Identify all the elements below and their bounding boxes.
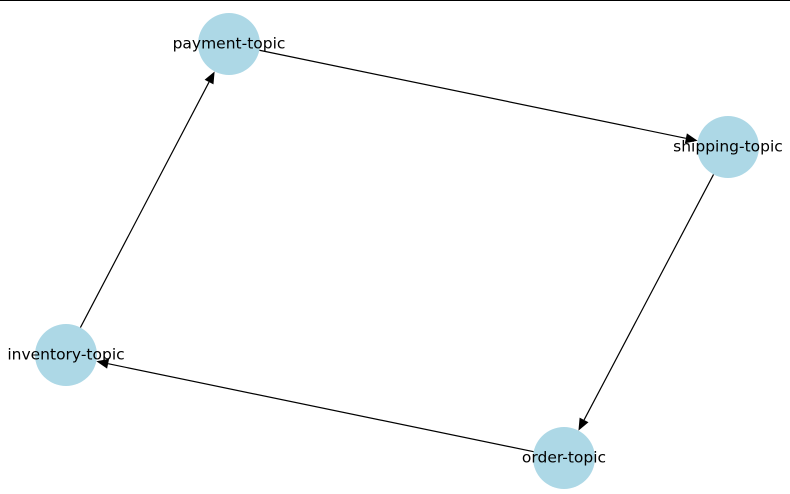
arrowhead-inventory-to-payment <box>204 71 215 85</box>
node-shipping-topic <box>697 116 759 178</box>
node-payment-topic <box>198 13 260 75</box>
node-order-topic <box>533 427 595 489</box>
nodes-layer <box>35 13 759 489</box>
labels-layer: payment-topic shipping-topic order-topic… <box>7 35 783 467</box>
node-label-inventory-topic: inventory-topic <box>7 346 124 364</box>
node-label-shipping-topic: shipping-topic <box>673 138 783 156</box>
arrowhead-order-to-inventory <box>96 358 110 369</box>
edge-order-to-inventory <box>107 363 534 453</box>
arrowhead-payment-to-shipping <box>684 133 698 144</box>
node-label-payment-topic: payment-topic <box>173 35 286 53</box>
top-border-line <box>0 0 790 1</box>
edge-inventory-to-payment <box>79 81 210 328</box>
node-label-order-topic: order-topic <box>522 449 606 467</box>
edge-payment-to-shipping <box>259 49 687 139</box>
arrowhead-shipping-to-order <box>578 417 589 431</box>
edge-shipping-to-order <box>583 174 715 421</box>
node-inventory-topic <box>35 324 97 386</box>
edges-layer <box>79 49 715 453</box>
